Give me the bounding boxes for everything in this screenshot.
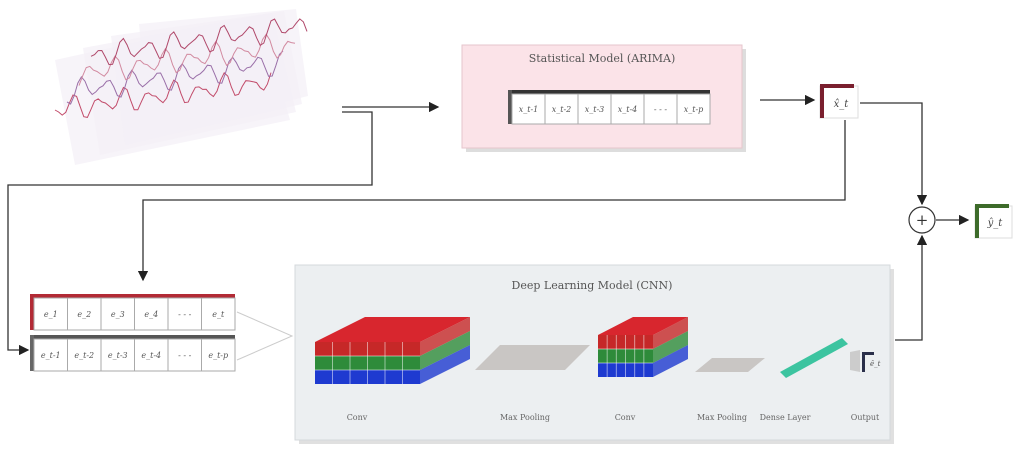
residual-cell-label: e_t xyxy=(212,310,225,319)
cnn-output-label: ê_t xyxy=(870,360,881,368)
residual-cell xyxy=(33,297,68,331)
residual-cell-label: e_1 xyxy=(44,310,58,319)
residual-cell-label: e_3 xyxy=(111,310,125,319)
arima-input-cell-label: x_t-1 xyxy=(519,105,539,114)
layer-label: Conv xyxy=(347,413,368,422)
time-series-input xyxy=(54,9,308,165)
residual-cell-label: - - - xyxy=(178,310,191,319)
deep-model-title: Deep Learning Model (CNN) xyxy=(512,279,673,292)
residual-cell-label: e_4 xyxy=(144,310,158,319)
arima-output-box: x̂_t xyxy=(819,84,859,119)
arima-input-cell-label: x_t-4 xyxy=(618,105,638,114)
plus-icon: + xyxy=(916,211,929,229)
residual-row: e_1 e_2 e_3 e_4 - - - e_t xyxy=(30,294,236,331)
lag-cell-label: e_t-3 xyxy=(108,351,128,360)
residual-cell xyxy=(201,297,236,331)
time-series-line xyxy=(54,71,272,118)
layer-label: Dense Layer xyxy=(760,413,811,422)
arima-input-cell xyxy=(643,93,678,125)
layer-label: Max Pooling xyxy=(500,413,550,422)
lag-cell xyxy=(201,338,236,372)
lag-cell xyxy=(33,338,68,372)
arrow-to-lag-row xyxy=(7,111,373,356)
lag-row: e_t-1 e_t-2 e_t-3 e_t-4 - - - e_t-p xyxy=(30,335,236,372)
cnn-output xyxy=(862,352,865,372)
lag-cell xyxy=(100,338,135,372)
sum-node: + xyxy=(908,206,936,234)
final-output-box: ŷ_t xyxy=(974,204,1013,239)
residual-cell xyxy=(67,297,102,331)
statistical-model-box: Statistical Model (ARIMA) x_t-1 x_t-2 x_t-… xyxy=(461,44,746,152)
arrow-arima-to-sum xyxy=(860,102,928,206)
arrow-residuals xyxy=(137,120,846,282)
arima-input-cell xyxy=(676,93,711,125)
connectors xyxy=(7,94,970,356)
lag-cell-label: e_t-1 xyxy=(41,351,61,360)
arima-output-label: x̂_t xyxy=(834,99,850,110)
final-output-label: ŷ_t xyxy=(987,218,1004,229)
arima-input-cell-label: - - - xyxy=(654,105,667,114)
lag-cell-label: - - - xyxy=(178,351,191,360)
layer-label: Max Pooling xyxy=(697,413,747,422)
arima-input-cell-label: x_t-2 xyxy=(552,105,572,114)
conv-layer-2 xyxy=(598,317,688,377)
layer-label: Output xyxy=(851,413,880,422)
arrow-cnn-to-sum xyxy=(895,234,928,341)
time-series-line xyxy=(66,50,284,105)
conv-layer-1 xyxy=(315,317,470,384)
statistical-model-title: Statistical Model (ARIMA) xyxy=(529,52,676,65)
lag-cell-label: e_t-p xyxy=(208,351,228,360)
arima-input-cell-label: x_t-3 xyxy=(585,105,605,114)
lag-cell xyxy=(134,338,169,372)
time-series-line xyxy=(90,18,308,66)
arima-input-cell-label: x_t-p xyxy=(684,105,704,114)
max-pooling-layer-1 xyxy=(475,345,590,370)
deep-learning-model-box: Deep Learning Model (CNN) ê_t Conv Max Po… xyxy=(294,264,894,444)
lag-cell-label: e_t-2 xyxy=(74,351,94,360)
lag-cell-label: e_t-4 xyxy=(141,351,161,360)
dense-layer xyxy=(780,338,848,378)
residual-cell-label: e_2 xyxy=(77,310,91,319)
layer-label: Conv xyxy=(615,413,636,422)
max-pooling-layer-2 xyxy=(695,358,765,372)
